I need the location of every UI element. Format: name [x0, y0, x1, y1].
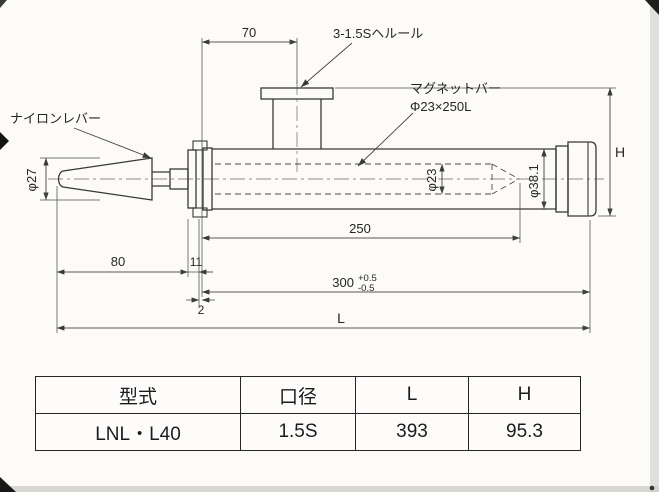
spec-value-height: 95.3 — [468, 413, 581, 451]
clamp-plate-left — [187, 149, 197, 209]
spec-value-model: LNL・L40 — [35, 413, 241, 451]
dim-250-label: 250 — [349, 221, 371, 236]
clamp-bolt-bottom — [192, 207, 208, 218]
dim-300-tol-upper: +0.5 — [358, 273, 377, 284]
device-outline — [57, 87, 597, 218]
nylon-lever-callout: ナイロンレバー — [10, 111, 101, 126]
nylon-lever-handle — [57, 157, 153, 201]
hidden-magnet-bar-lines — [215, 163, 520, 195]
ferrule-leader — [300, 42, 353, 88]
spec-table: 型式 口径 L H LNL・L40 1.5S 393 95.3 — [35, 376, 581, 451]
dim-70-label: 70 — [242, 25, 256, 40]
center-lines — [48, 80, 604, 180]
magnet-bar-leader — [357, 112, 414, 167]
spec-header-length: L — [355, 376, 469, 414]
spec-header-bore: 口径 — [240, 376, 356, 414]
dim-l-label: L — [337, 310, 345, 326]
dim-phi381-label: φ38.1 — [526, 164, 541, 198]
dim-300-label: 300 — [332, 275, 354, 290]
dim-h-label: H — [615, 144, 625, 160]
spec-header-model: 型式 — [35, 376, 241, 414]
spec-value-bore: 1.5S — [240, 413, 356, 451]
dimension-lines — [43, 39, 613, 331]
top-ferrule-flange — [260, 87, 334, 100]
dim-phi23-label: φ23 — [424, 169, 439, 192]
extension-lines — [40, 38, 616, 333]
spec-data-row: LNL・L40 1.5S 393 95.3 — [35, 413, 581, 451]
dim-phi27-label: φ27 — [24, 169, 39, 192]
dim-11-label: 11 — [190, 255, 203, 269]
right-ferrule-flange — [567, 141, 597, 217]
spec-header-height: H — [468, 376, 581, 414]
dim-300-tol-lower: -0.5 — [358, 283, 374, 294]
nylon-lever-leader — [73, 127, 152, 159]
ferrule-callout: 3-1.5Sヘルール — [333, 26, 423, 41]
spec-header-row: 型式 口径 L H — [35, 376, 581, 414]
spec-value-length: 393 — [355, 413, 469, 451]
leader-lines — [73, 42, 414, 167]
annotations: 70 3-1.5Sヘルール マグネットバー Φ23×250L ナイロンレバー φ… — [10, 25, 625, 326]
clamp-bolt-top — [192, 140, 208, 151]
dim-80-label: 80 — [111, 254, 125, 269]
magnet-bar-callout-line2: Φ23×250L — [410, 99, 471, 114]
magnet-bar-callout-line1: マグネットバー — [410, 81, 501, 96]
dim-2-label: 2 — [198, 303, 205, 317]
